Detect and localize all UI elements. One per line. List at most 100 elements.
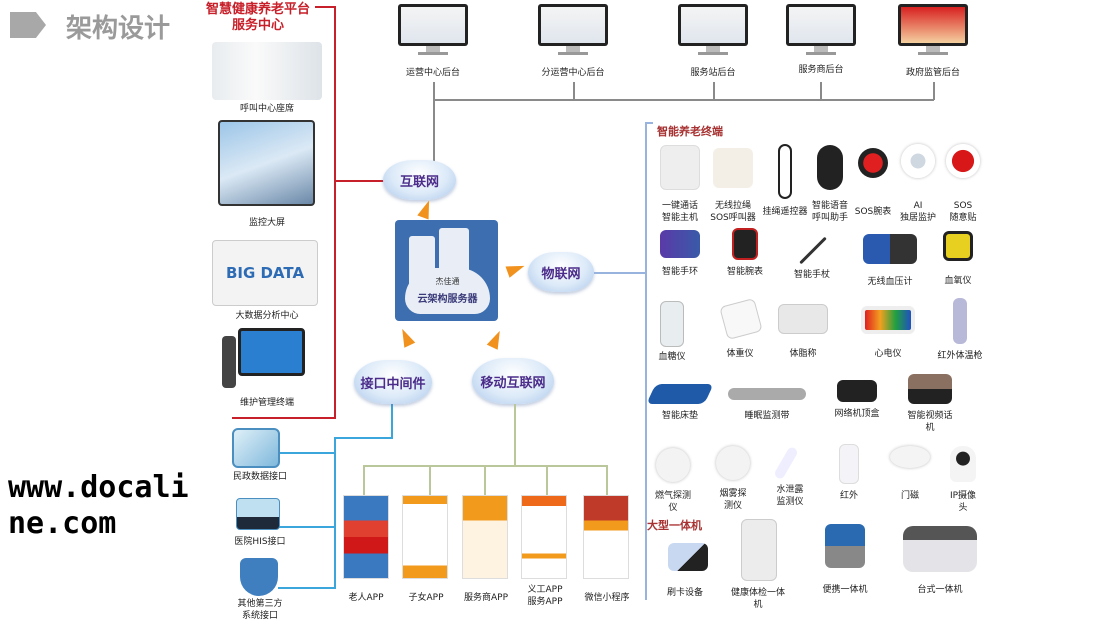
call-center-label: 呼叫中心座席 (239, 104, 294, 114)
backend-sub-ops: 分运营中心后台 (541, 68, 605, 78)
device: 门磁 (873, 446, 947, 502)
device-label: SOS腕表 (854, 207, 892, 217)
app-label-family: 子女APP (408, 593, 444, 603)
large-machines-title: 大型一体机 (647, 519, 702, 532)
device: 智能床垫 (643, 384, 717, 422)
device-label: 烟雾探 测仪 (719, 489, 747, 511)
app-label-provider: 服务商APP (463, 593, 508, 603)
device-label: 水泄露 监测仪 (776, 485, 804, 507)
server-label: 云架构服务器 (417, 294, 478, 305)
backend-monitor-icon (398, 4, 468, 56)
page-title: 架构设计 (66, 14, 171, 44)
device-label: 健康体检一体 机 (730, 588, 785, 610)
device-label: IP摄像 头 (949, 491, 977, 513)
device: 一键通话 智能主机 (643, 145, 717, 224)
device-label: 智能视频话 机 (907, 411, 953, 433)
service-center-title-line2: 服务中心 (231, 18, 284, 33)
big-data-image: BIG DATA (212, 240, 318, 306)
maintenance-terminal-image (238, 328, 305, 376)
backend-provider: 服务商后台 (798, 65, 844, 75)
device: 网络机顶盒 (820, 380, 894, 420)
monitor-wall-image (218, 120, 315, 206)
server-brand: 杰佳通 (435, 277, 460, 286)
device: 血糖仪 (635, 301, 709, 363)
device-label: 无线血压计 (867, 277, 913, 287)
device-label: 体重仪 (726, 349, 754, 359)
cloud-mobile-internet: 移动互联网 (472, 358, 554, 404)
device: 台式一体机 (903, 526, 977, 596)
backend-station: 服务站后台 (690, 68, 736, 78)
device-label: 便携一体机 (822, 585, 868, 595)
device-label: 网络机顶盒 (834, 409, 880, 419)
app-label-volunteer: 义工APP 服务APP (527, 585, 563, 607)
device: SOS腕表 (836, 148, 910, 218)
hospital-his-icon (236, 498, 280, 530)
device: 无线拉绳 SOS呼叫器 (696, 148, 770, 224)
service-center-title-line1: 智慧健康养老平台 (205, 2, 310, 17)
device: 健康体检一体 机 (721, 519, 795, 611)
device-label: 智能手杖 (793, 270, 830, 280)
big-data-art: BIG DATA (225, 264, 305, 282)
device-label: 血糖仪 (658, 352, 686, 362)
device-label: 无线拉绳 SOS呼叫器 (710, 201, 756, 223)
civil-data-icon (232, 428, 280, 468)
app-screen-provider (462, 495, 508, 579)
watermark: www.docaline.com (8, 470, 189, 541)
device: 刷卡设备 (648, 543, 722, 599)
device-label: 燃气探测 仪 (654, 491, 691, 513)
device: 体重仪 (703, 297, 777, 360)
cloud-iot: 物联网 (528, 252, 594, 292)
backend-ops: 运营中心后台 (405, 68, 460, 78)
device-label: 智能语音 呼叫助手 (811, 201, 848, 223)
device-label: 挂绳遥控器 (762, 207, 808, 217)
cloud-server: 杰佳通 云架构服务器 (395, 220, 498, 321)
maintenance-terminal-label: 维护管理终端 (239, 398, 294, 408)
pc-tower-icon (222, 336, 236, 388)
device: 无线血压计 (853, 234, 927, 288)
title-arrow-icon (10, 12, 46, 38)
device: 燃气探测 仪 (636, 448, 710, 514)
device-label: 智能腕表 (726, 267, 763, 277)
cloud-shape-icon: 杰佳通 云架构服务器 (405, 268, 490, 314)
device-label: 门磁 (900, 491, 919, 501)
device-label: 体脂称 (789, 349, 817, 359)
backend-monitor-icon (538, 4, 608, 56)
backend-monitor-icon (786, 4, 856, 56)
cloud-middleware: 接口中间件 (354, 360, 432, 404)
device: 挂绳遥控器 (748, 144, 822, 218)
call-center-image (212, 42, 322, 100)
device-label: 智能床垫 (661, 411, 698, 421)
lightning-icon (505, 260, 527, 278)
monitor-wall-label: 监控大屏 (248, 218, 285, 228)
device: AI 独居监护 (881, 144, 955, 224)
shield-icon (240, 558, 278, 596)
backend-government: 政府监管后台 (905, 68, 960, 78)
backend-monitor-icon (898, 4, 968, 56)
device-label: 台式一体机 (917, 585, 963, 595)
terminals-title: 智能养老终端 (657, 125, 723, 138)
app-screen-elderly (343, 495, 389, 579)
interface-third-party-label: 其他第三方 系统接口 (237, 599, 283, 621)
device-label: 红外 (839, 491, 858, 501)
device-label: 睡眠监测带 (744, 411, 790, 421)
interface-his-label: 医院HIS接口 (234, 537, 286, 547)
device-label: AI 独居监护 (899, 201, 936, 223)
lightning-icon (396, 326, 416, 348)
device-label: 血氧仪 (944, 276, 972, 286)
device-label: 一键通话 智能主机 (661, 201, 698, 223)
device: 便携一体机 (808, 524, 882, 596)
big-data-label: 大数据分析中心 (235, 311, 299, 321)
device: 智能语音 呼叫助手 (793, 145, 867, 224)
device: 红外体温枪 (923, 298, 997, 362)
device-label: SOS 随意贴 (949, 201, 977, 223)
device: 睡眠监测带 (728, 388, 806, 422)
backend-monitor-icon (678, 4, 748, 56)
device: 智能腕表 (708, 228, 782, 278)
lightning-icon (486, 328, 506, 350)
device: 心电仪 (851, 306, 925, 360)
app-screen-wechat (583, 495, 629, 579)
lightning-icon (417, 198, 435, 220)
device: 红外 (812, 444, 886, 502)
device: 水泄露 监测仪 (753, 445, 827, 508)
device-label: 智能手环 (661, 267, 698, 277)
